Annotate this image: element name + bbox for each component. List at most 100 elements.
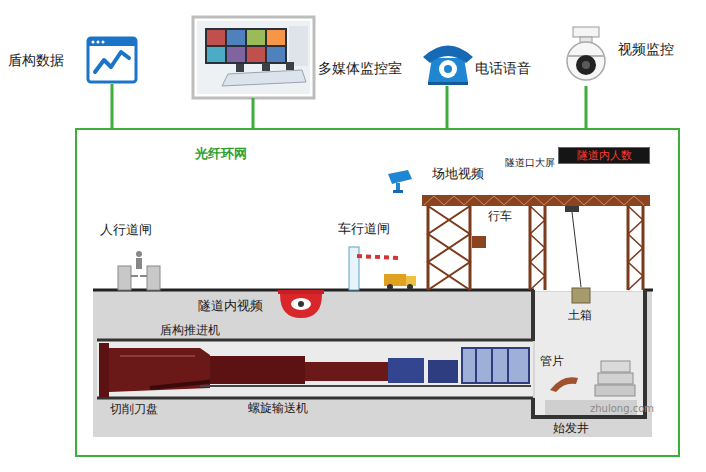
display-screen: 隧道内人数 (558, 147, 650, 164)
video-camera-icon-part (573, 27, 599, 37)
tunnel-camera-part (280, 294, 322, 318)
segment-stack-part (601, 361, 630, 372)
shield-data-node: 盾构数据 (8, 36, 140, 84)
site-camera (388, 170, 412, 193)
node-label: 视频监控 (618, 41, 674, 58)
shield-data-icon-part (102, 41, 105, 44)
monitor-room-photo-part (267, 47, 285, 62)
tunnel-camera-part (291, 298, 311, 310)
monitor-room-photo-part (267, 30, 285, 45)
monitor-room-photo-part (207, 30, 225, 45)
gantry-crane-part (427, 206, 430, 290)
shield-machine-part (305, 362, 390, 381)
part-label: 螺旋输送机 (248, 401, 308, 415)
shield-machine-part (120, 355, 195, 357)
part-label: 切削刀盘 (110, 402, 158, 416)
pedestrian-gate-part (136, 251, 142, 257)
gantry-crane-part (424, 196, 644, 205)
soil-box-part (572, 288, 590, 303)
monitor-room-photo (193, 17, 314, 98)
part-label: 行车 (488, 209, 512, 223)
shield-data-icon-part (88, 38, 136, 82)
phone-node: 电话语音 (418, 38, 538, 86)
phone-icon-part (439, 60, 457, 78)
phone-icon-part (428, 82, 468, 85)
network-link (447, 86, 448, 128)
truck-part (387, 284, 393, 290)
gantry-crane-part (572, 212, 581, 287)
monitor-room-photo-part (205, 28, 287, 64)
monitor-room-photo-part (247, 47, 265, 62)
monitor-room-node: 多媒体监控室 (193, 17, 423, 98)
shield-machine-part (507, 348, 509, 383)
part-label: 隧道口大屏 (505, 157, 555, 169)
node-label: 电话语音 (475, 60, 531, 77)
monitor-room-photo-part (193, 17, 314, 98)
shield-machine-part (491, 348, 493, 383)
gantry-crane-part (627, 206, 630, 290)
pedestrian-gate (118, 251, 160, 290)
segment-stack-part (598, 373, 633, 384)
monitor-room-photo-part (222, 70, 306, 86)
pedestrian-gate-part (140, 275, 147, 277)
site-camera-part (396, 183, 400, 191)
ground-section-part (531, 415, 647, 419)
part-label: 场地视频 (432, 166, 484, 182)
phone-icon-part (428, 58, 468, 82)
monitor-room-photo-part (197, 21, 310, 94)
pedestrian-gate-part (136, 258, 142, 269)
truck-part (384, 274, 406, 286)
part-label: 车行道闸 (338, 221, 390, 237)
ground-section-part (97, 397, 533, 400)
monitor-room-photo-part (286, 62, 294, 70)
monitor-room-photo-part (247, 30, 265, 45)
monitor-room-photo-part (227, 30, 245, 45)
gantry-crane-part (469, 206, 472, 290)
truck-part (407, 284, 413, 290)
node-label: 多媒体监控室 (318, 60, 402, 77)
video-monitor-node: 视频监控 (562, 24, 680, 86)
site-camera-part (388, 170, 412, 184)
gantry-crane-part (565, 206, 579, 212)
network-link (253, 98, 254, 128)
shield-machine-part (475, 348, 477, 383)
vehicle-barrier-part (349, 247, 359, 290)
ground-section-part (535, 292, 643, 416)
ground-section-part (97, 341, 533, 398)
shield-machine-part (462, 348, 529, 383)
gantry-crane-part (422, 195, 650, 206)
node-label: 光纤环网 (195, 146, 247, 162)
gantry-crane-part (428, 206, 470, 290)
gantry-crane-part (472, 236, 486, 248)
network-line (585, 86, 588, 128)
network-link (586, 86, 587, 128)
video-camera-icon-part (567, 42, 605, 80)
gantry-crane-part (530, 206, 545, 290)
shield-machine-part (428, 360, 458, 383)
gantry-crane-part (529, 206, 532, 290)
ground-section-part (643, 290, 647, 418)
monitor-room-photo-part (227, 47, 245, 62)
truck (384, 274, 416, 290)
shield-machine-part (210, 356, 305, 384)
shield-data-icon-part (97, 41, 100, 44)
soil-box (572, 288, 590, 303)
node-label: 隧道内人数 (577, 149, 632, 162)
segment-stack-part (595, 385, 635, 396)
pedestrian-gate-part (131, 275, 138, 277)
vehicle-barrier-part (357, 256, 398, 258)
site-camera-part (393, 190, 403, 193)
pedestrian-gate-part (147, 266, 160, 290)
gantry-crane-part (628, 206, 643, 290)
tunnel-camera-part (278, 290, 324, 294)
vehicle-barrier-part (357, 256, 398, 258)
monitor-room-photo-part (207, 47, 225, 62)
part-label: 盾构推进机 (160, 323, 220, 337)
video-camera-icon (567, 27, 605, 80)
shield-machine-part (388, 358, 424, 383)
tunnel-camera (278, 290, 324, 318)
watermark: zhulong.com (590, 403, 654, 415)
shield-machine (99, 343, 531, 397)
node-label: 盾构数据 (8, 52, 64, 69)
